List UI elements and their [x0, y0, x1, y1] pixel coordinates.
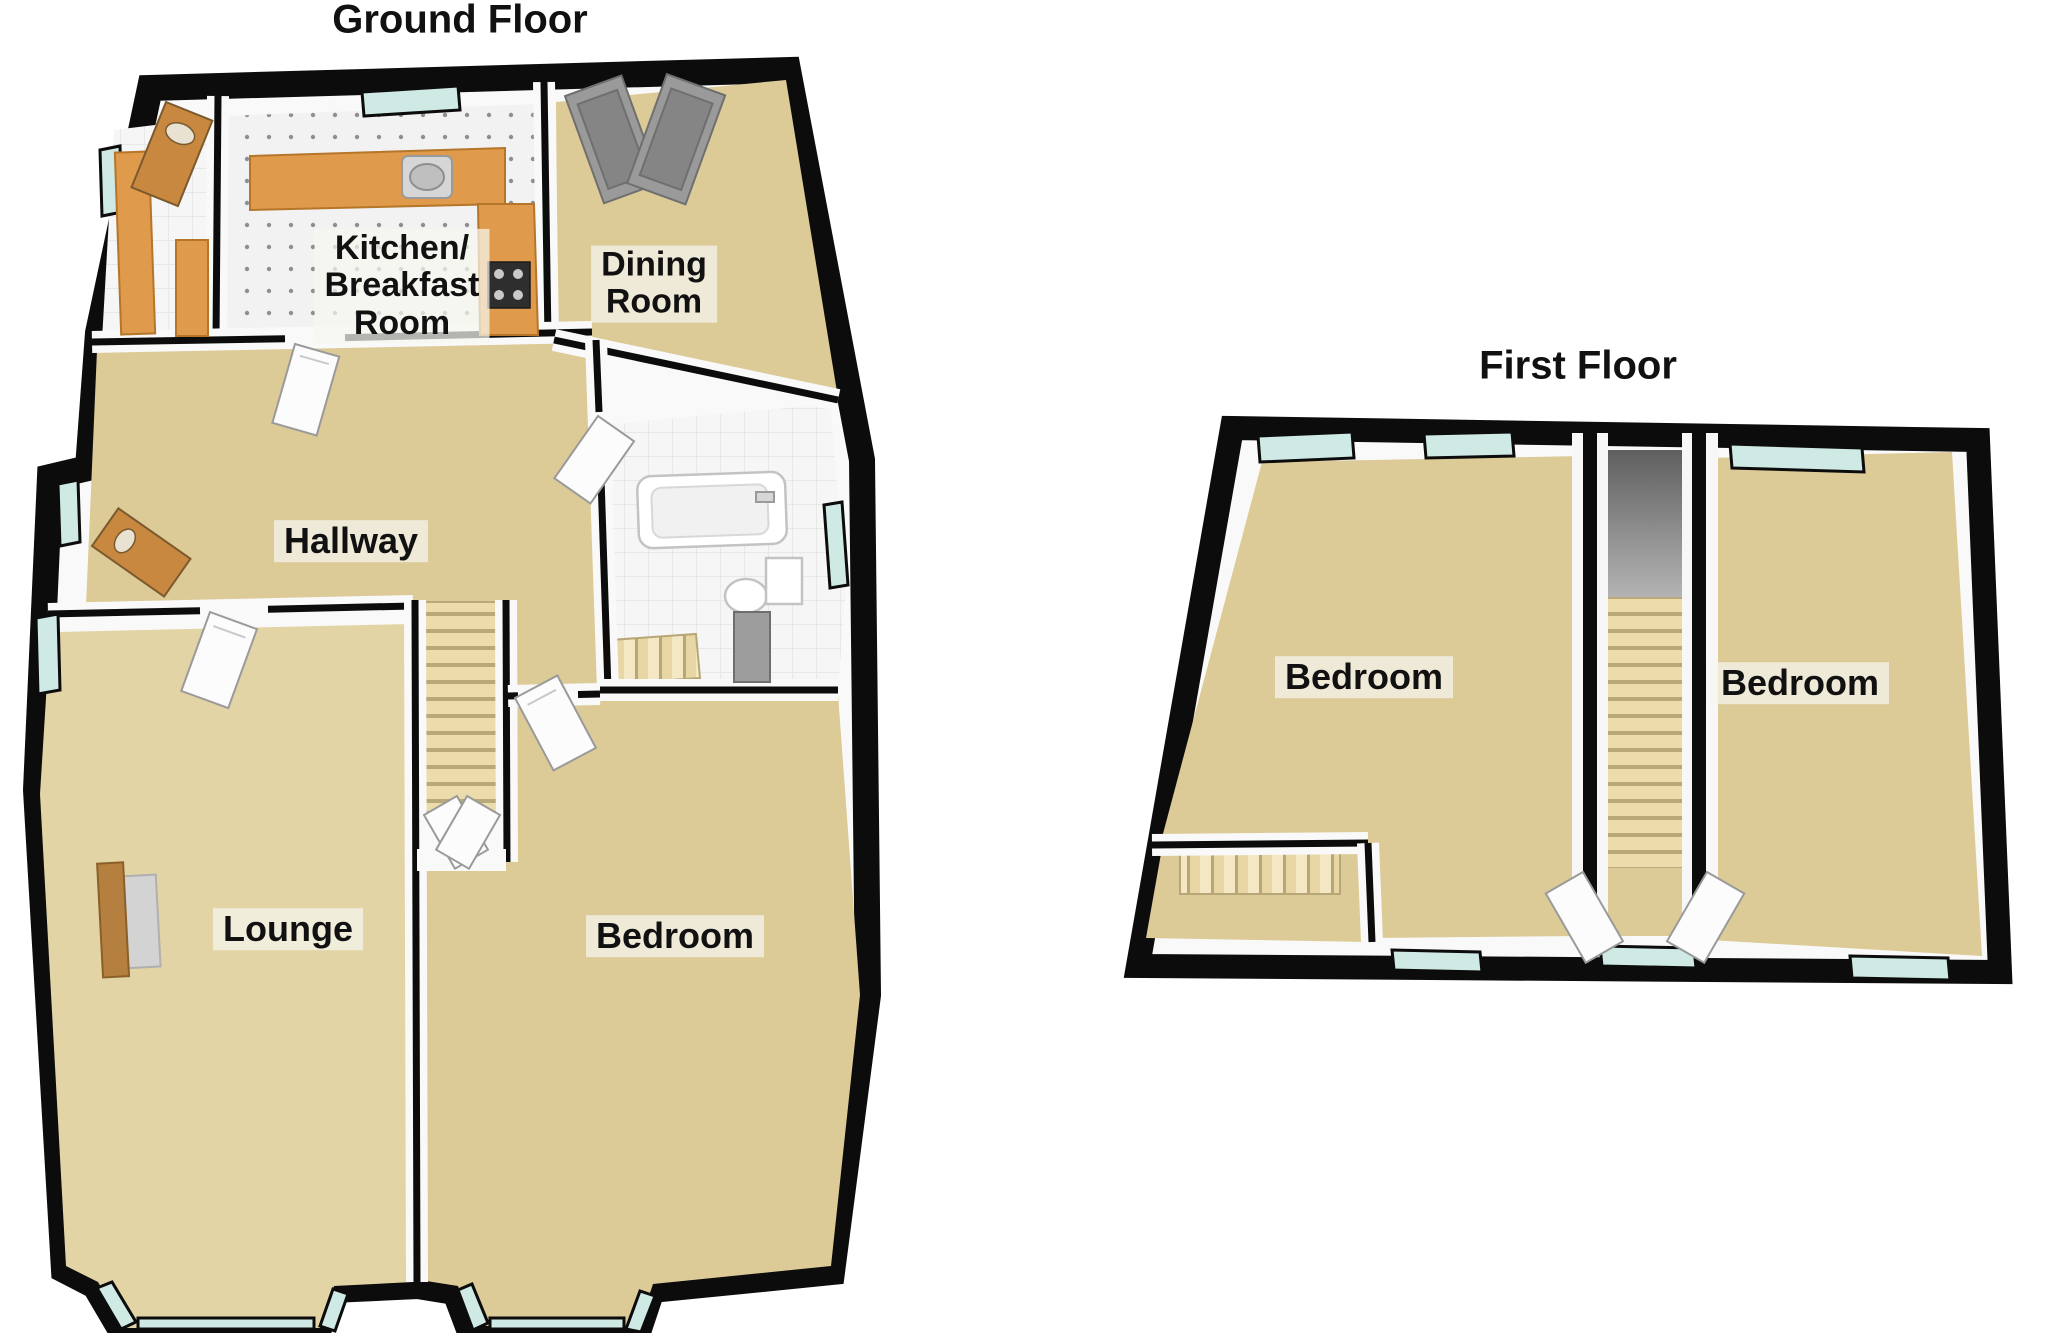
first-bedroom-right-floor [1707, 452, 1982, 956]
toilet [723, 577, 769, 615]
lounge-bay-window-right [318, 1287, 350, 1333]
bath-tap [755, 491, 775, 503]
ground-floor-plan [22, 56, 882, 1333]
hallway-label: Hallway [273, 520, 429, 562]
stair-top-landing [1600, 868, 1690, 936]
lounge-bay-window-front [136, 1316, 316, 1331]
sink-bowl [409, 163, 445, 191]
first-interior-walls [1151, 433, 1718, 943]
first-floor-plan [1123, 415, 2013, 985]
kitchen-window [360, 84, 462, 118]
stairwell-void [1598, 450, 1692, 600]
ground-floor-title: Ground Floor [332, 0, 588, 42]
hallway-window [56, 478, 82, 548]
first-floor-title: First Floor [1479, 343, 1677, 388]
kitchen-counter-top [249, 146, 506, 212]
bedroom-bay-window-front [488, 1316, 626, 1331]
hob [487, 261, 531, 309]
bathroom-window [822, 500, 850, 590]
first-windows [1256, 430, 1952, 982]
first-window-bottom-2 [1598, 944, 1698, 970]
utility-cabinet-right [175, 239, 209, 337]
kitchen-label: Kitchen/ Breakfast Room [314, 228, 490, 344]
first-doors [1544, 870, 1746, 965]
ground-interior-walls [47, 81, 841, 1283]
toilet-cistern [764, 556, 804, 606]
ground-bedroom-door [513, 674, 598, 772]
first-bedroom-left-label: Bedroom [1274, 656, 1454, 698]
first-small-stairs [1179, 849, 1341, 895]
bathroom-vanity [733, 611, 771, 683]
first-window-top-2 [1422, 430, 1516, 460]
lounge-label: Lounge [213, 908, 363, 950]
first-window-bottom-3 [1848, 954, 1952, 982]
ground-bedroom-label: Bedroom [585, 915, 765, 957]
utility-back-door [130, 100, 214, 208]
bedroom-bay-window-right [623, 1289, 657, 1333]
first-bedroom-left-door [1544, 870, 1625, 965]
kitchen-fitments [113, 146, 540, 337]
lounge-floor [40, 624, 413, 1328]
front-door [90, 506, 192, 598]
lounge-bay-window-left [94, 1280, 139, 1331]
fireplace-surround [96, 861, 131, 979]
first-bedroom-right-door [1665, 870, 1746, 965]
ground-doors [90, 72, 727, 871]
first-staircase [1599, 597, 1691, 869]
bathroom-steps [608, 632, 702, 686]
dining-room-label: Dining Room [591, 245, 717, 323]
bathroom-door [553, 414, 636, 505]
lounge-side-window [34, 612, 62, 696]
first-window-top-3 [1728, 442, 1866, 474]
stairs-door-right [434, 794, 502, 871]
ground-bedroom-floor [417, 694, 860, 1326]
first-window-bottom-1 [1390, 948, 1484, 974]
first-bedroom-right-label: Bedroom [1710, 662, 1890, 704]
bathtub-basin [650, 483, 770, 539]
main-staircase [416, 601, 506, 813]
bedroom-bay-window-left [456, 1282, 490, 1333]
kitchen-door [271, 342, 341, 437]
first-window-top-1 [1256, 430, 1356, 464]
bathroom-fixtures [636, 470, 804, 683]
utility-cabinet-left [113, 150, 157, 336]
fireplace [96, 861, 162, 979]
